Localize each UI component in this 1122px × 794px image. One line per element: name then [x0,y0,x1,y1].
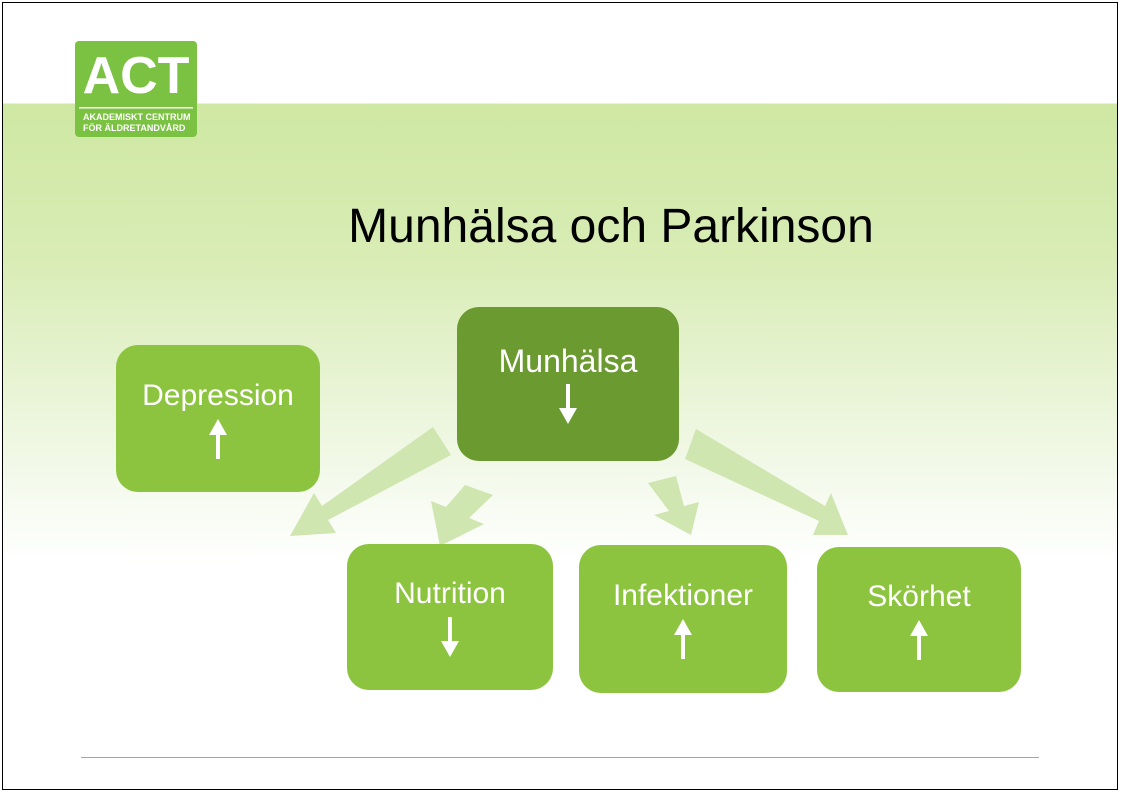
connector-arrow-skorhet [685,429,848,535]
sub-node-label: Infektioner [612,579,754,612]
svg-text:AKADEMISKT CENTRUM: AKADEMISKT CENTRUM [83,112,191,122]
svg-text:FÖR ÄLDRETANDVÅRD: FÖR ÄLDRETANDVÅRD [83,123,186,133]
sub-node-depression: Depression [116,345,320,492]
main-node-label: Munhälsa [498,343,638,379]
svg-text:ACT: ACT [83,47,190,105]
arrow-up-icon [674,619,692,659]
arrow-up-icon [910,619,928,660]
connector-arrow-nutrition [431,485,493,546]
slide-title: Munhälsa och Parkinson [348,200,874,253]
connector-arrow-infektioner [648,476,699,535]
footer-divider [81,757,1039,758]
sub-node-label: Depression [142,378,294,412]
sub-node-label: Skörhet [867,579,971,613]
main-node-munhalsa: Munhälsa [457,307,679,461]
sub-node-label: Nutrition [394,577,506,610]
connector-arrows [290,427,848,546]
act-logo: ACT AKADEMISKT CENTRUM FÖR ÄLDRETANDVÅRD [75,41,197,137]
connector-arrow-depression [290,427,451,536]
arrow-down-icon [559,384,577,424]
arrow-down-icon [441,617,459,657]
sub-node-infektioner: Infektioner [579,545,787,693]
sub-node-nutrition: Nutrition [347,544,553,690]
sub-node-skorhet: Skörhet [817,547,1021,692]
arrow-up-icon [209,418,227,459]
